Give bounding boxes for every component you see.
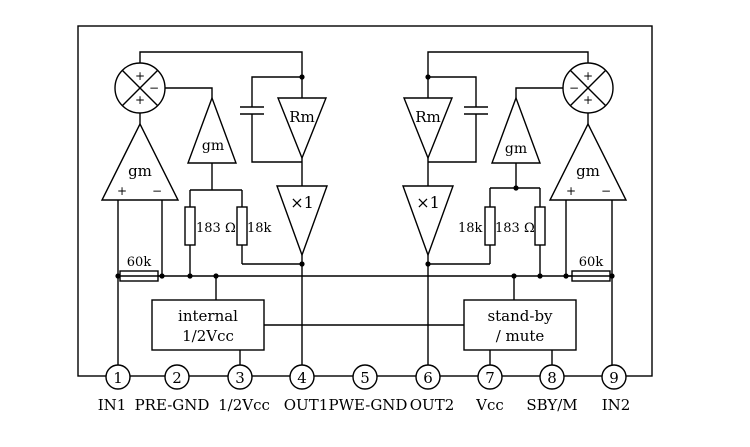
svg-text:1/2Vcc: 1/2Vcc — [182, 327, 234, 345]
svg-text:internal: internal — [178, 307, 238, 325]
svg-text:×1: ×1 — [416, 193, 440, 212]
label-18k-right: 18k — [458, 221, 483, 236]
standby-mute-block: stand-by / mute — [463, 299, 577, 351]
svg-text:5: 5 — [360, 369, 370, 387]
svg-text:×1: ×1 — [290, 193, 314, 212]
svg-text:gm: gm — [202, 138, 224, 154]
resistor-18k-right — [484, 206, 496, 246]
svg-text:4: 4 — [297, 369, 307, 387]
pin-3: 3 1/2Vcc — [218, 364, 270, 414]
svg-text:7: 7 — [485, 369, 495, 387]
summing-node-right: + + − — [562, 62, 614, 114]
svg-text:2: 2 — [172, 369, 182, 387]
pin-6: 6 OUT2 — [410, 364, 455, 414]
pin-1-label: IN1 — [98, 396, 127, 414]
resistor-183-left — [184, 206, 196, 246]
pin-1: 1 IN1 — [98, 364, 131, 414]
svg-text:+: + — [583, 69, 593, 83]
pin-6-label: OUT2 — [410, 396, 455, 414]
gm-input-amp-right: gm + − — [548, 122, 628, 201]
svg-text:gm: gm — [128, 162, 152, 180]
gm-feedback-amp-right: gm — [490, 95, 542, 164]
gm-input-amp-left: gm + − — [100, 122, 180, 201]
svg-text:6: 6 — [423, 369, 433, 387]
svg-text:/ mute: / mute — [496, 327, 545, 345]
rm-amp-right: Rm — [402, 97, 454, 160]
svg-text:+: + — [583, 93, 593, 107]
pin-4-label: OUT1 — [284, 396, 329, 414]
pin-8-label: SBY/M — [526, 396, 577, 414]
svg-text:+: + — [135, 93, 145, 107]
svg-text:Rm: Rm — [289, 108, 315, 126]
buffer-amp-right: ×1 — [402, 185, 454, 258]
pin-4: 4 OUT1 — [284, 364, 329, 414]
pin-2: 2 PRE-GND — [135, 364, 210, 414]
label-183-left: 183 Ω — [196, 221, 236, 236]
label-60k-right: 60k — [579, 255, 604, 270]
svg-text:1: 1 — [113, 369, 123, 387]
label-60k-left: 60k — [127, 255, 152, 270]
svg-text:−: − — [152, 184, 162, 198]
pin-7: 7 Vcc — [475, 364, 504, 414]
svg-text:gm: gm — [505, 141, 527, 157]
internal-half-vcc-block: internal 1/2Vcc — [151, 299, 265, 351]
resistor-183-right — [534, 206, 546, 246]
svg-text:−: − — [569, 81, 579, 95]
rm-amp-left: Rm — [276, 97, 328, 160]
label-18k-left: 18k — [247, 221, 272, 236]
gm-feedback-amp-left: gm — [186, 95, 238, 164]
junction-dots — [115, 74, 615, 279]
svg-text:+: + — [566, 184, 576, 198]
summing-node-left: + + − — [114, 62, 166, 114]
svg-text:9: 9 — [609, 369, 619, 387]
svg-text:−: − — [601, 184, 611, 198]
svg-text:3: 3 — [235, 369, 245, 387]
resistor-18k-left — [236, 206, 248, 246]
pin-9: 9 IN2 — [601, 364, 631, 414]
label-183-right: 183 Ω — [495, 221, 535, 236]
svg-text:stand-by: stand-by — [487, 307, 553, 325]
buffer-amp-left: ×1 — [276, 185, 328, 258]
pin-7-label: Vcc — [475, 396, 504, 414]
svg-text:+: + — [135, 69, 145, 83]
pin-5: 5 PWE-GND — [329, 364, 408, 414]
pin-9-label: IN2 — [602, 396, 631, 414]
pin-3-label: 1/2Vcc — [218, 396, 270, 414]
svg-text:+: + — [117, 184, 127, 198]
pin-2-label: PRE-GND — [135, 396, 210, 414]
svg-text:Rm: Rm — [415, 108, 441, 126]
pin-5-label: PWE-GND — [329, 396, 408, 414]
svg-text:8: 8 — [547, 369, 557, 387]
svg-text:−: − — [149, 81, 159, 95]
svg-text:gm: gm — [576, 162, 600, 180]
pin-8: 8 SBY/M — [526, 364, 578, 414]
